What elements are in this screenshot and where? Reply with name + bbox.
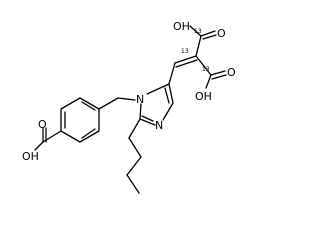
bond-benz-inner-c	[81, 128, 96, 139]
bond-ring-vinyl	[168, 62, 176, 85]
bond-c13-top-carbon	[195, 35, 202, 57]
bond-c4-n3	[162, 102, 174, 121]
isotope-label-c13-top: 13	[194, 28, 202, 35]
bond-top-c-o-a	[200, 30, 216, 37]
bond-ch2-n	[117, 97, 136, 101]
bond-c13-right-carbon	[195, 55, 212, 76]
chemical-structure: OH 13 O 13 13 O OH N N O OH	[22, 20, 236, 194]
bond-benz-3-4	[79, 97, 100, 110]
bond-benz-ch2	[98, 97, 119, 110]
atom-label-n-ring-top: N	[136, 93, 144, 106]
atom-label-n-ring-bottom: N	[155, 119, 163, 132]
methylene-linker	[98, 97, 136, 110]
bond-top-c-o-b	[202, 34, 217, 40]
bond-right-c-o-a	[210, 70, 226, 76]
bond-benz-2-3	[60, 97, 81, 110]
bond-vinyl-double-b	[175, 59, 198, 68]
isotope-label-c13-right: 13	[202, 66, 210, 73]
atom-label-o-benzoic: O	[38, 118, 47, 131]
bond-benzoic-c-oh	[34, 141, 44, 151]
vinyl-malonate	[168, 25, 227, 89]
bond-butyl-2	[128, 137, 142, 158]
benzoic-carboxyl-bonds	[34, 127, 62, 151]
imidazole-ring	[139, 83, 174, 126]
bond-benz-6-1	[60, 130, 81, 143]
bond-benz-5-6	[79, 130, 100, 143]
bond-butyl-3	[126, 156, 142, 176]
atom-label-ho-benzoic: OH	[22, 150, 39, 163]
bond-c5-c4	[168, 83, 174, 104]
bond-butyl-4	[126, 174, 140, 194]
atom-label-ho-right: OH	[195, 90, 212, 103]
bond-right-c-oh	[205, 74, 212, 89]
bond-benzoic-c-ring	[42, 130, 62, 143]
bond-n3-c2	[139, 118, 156, 126]
bond-n1-c5	[146, 83, 170, 95]
bond-butyl-1	[128, 118, 141, 139]
atom-label-o-top: O	[217, 27, 226, 40]
atom-label-ho-top: OH	[173, 20, 190, 33]
atom-label-o-right: O	[227, 66, 236, 79]
bond-vinyl-double-a	[174, 55, 197, 64]
bond-top-c-oh	[189, 25, 202, 37]
isotope-label-c13-mid: 13	[181, 48, 189, 55]
bond-c2-n1	[139, 103, 142, 120]
butyl-chain	[126, 118, 142, 194]
benzene-ring	[60, 97, 100, 143]
bond-c5-c4-double	[164, 87, 170, 104]
bond-n3-c2-double	[141, 115, 154, 122]
bond-right-c-o-b	[211, 74, 227, 80]
bond-benz-inner-b	[81, 101, 96, 111]
